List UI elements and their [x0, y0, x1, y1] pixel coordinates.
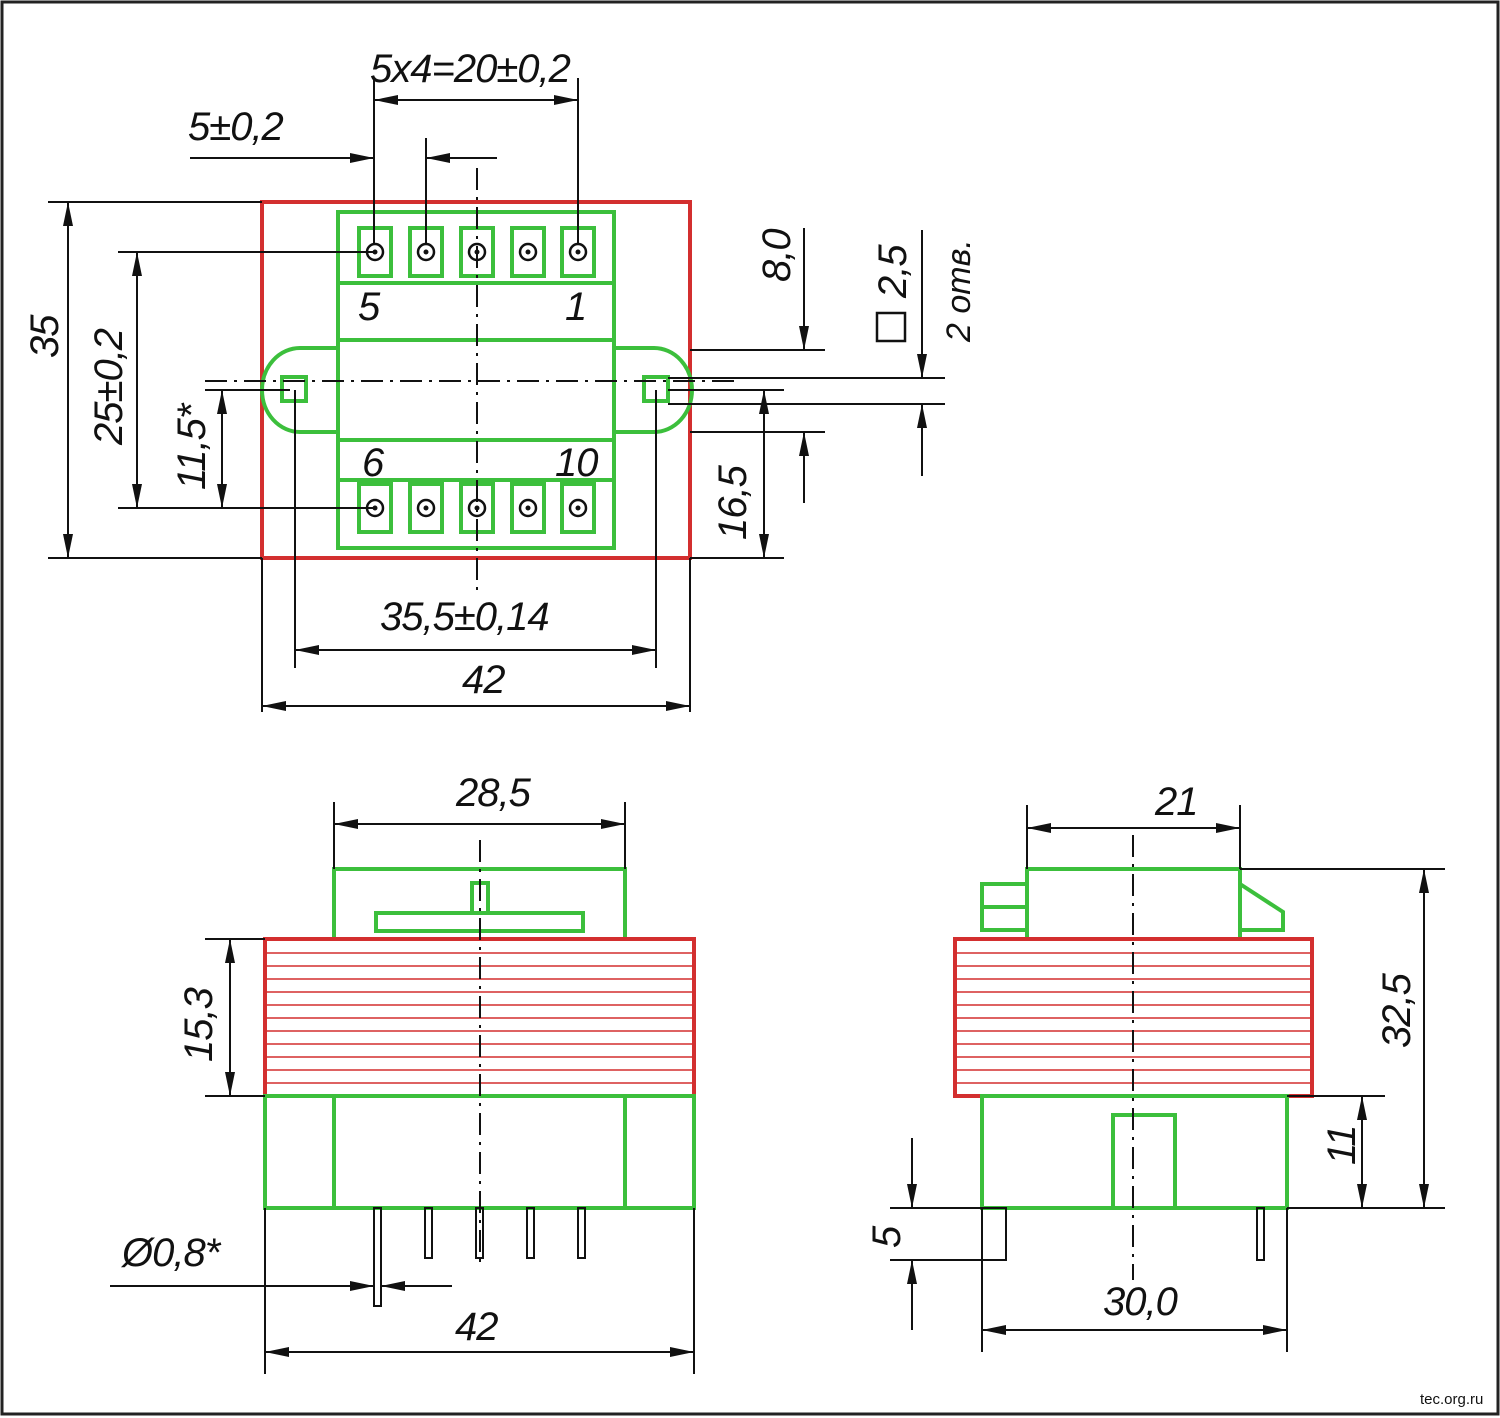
side-view: 21 32,5 11 5 30,0: [865, 780, 1445, 1352]
dim-pin-diameter: Ø0,8*: [120, 1231, 222, 1275]
dim-top-width: 21: [1154, 780, 1198, 824]
dim-mount-offset: 11,5*: [170, 402, 214, 490]
dim-base-height: 11: [1320, 1125, 1364, 1165]
dim-8: 8,0: [755, 229, 799, 282]
dim-hole-size: 2,5: [871, 244, 915, 299]
dim-total-height: 32,5: [1375, 972, 1419, 1048]
pin-label-6: 6: [362, 441, 385, 485]
top-view: 5 1 6 10 5x4=20±0,2 5±0,2 35 25±0,2 11,5…: [23, 47, 978, 712]
pin-label-1: 1: [565, 285, 586, 329]
dim-pin-length: 5: [865, 1225, 909, 1248]
side-base: [980, 1094, 1289, 1210]
dim-core-height: 15,3: [177, 987, 221, 1062]
dim-mount-spacing: 35,5±0,14: [380, 595, 549, 639]
pin-label-10: 10: [555, 441, 598, 485]
dim-base-width: 30,0: [1103, 1280, 1178, 1324]
square-hole-symbol: [875, 311, 907, 343]
front-view: 28,5 15,3 Ø0,8* 42: [110, 771, 696, 1374]
dim-mount-to-bottom: 16,5: [711, 464, 755, 540]
dim-width-42-front: 42: [455, 1305, 498, 1349]
dim-holes-count: 2 отв.: [940, 239, 978, 343]
watermark: tec.org.ru: [1420, 1391, 1483, 1408]
dim-frame-width: 28,5: [455, 771, 532, 815]
front-pins: [373, 1207, 586, 1307]
dim-width-42-top: 42: [462, 658, 505, 702]
dim-pitch-total: 5x4=20±0,2: [370, 47, 571, 91]
pin-label-5: 5: [358, 285, 381, 329]
dim-row-spacing: 25±0,2: [87, 328, 131, 446]
dim-pitch: 5±0,2: [188, 105, 284, 149]
dim-height-35: 35: [23, 314, 67, 358]
